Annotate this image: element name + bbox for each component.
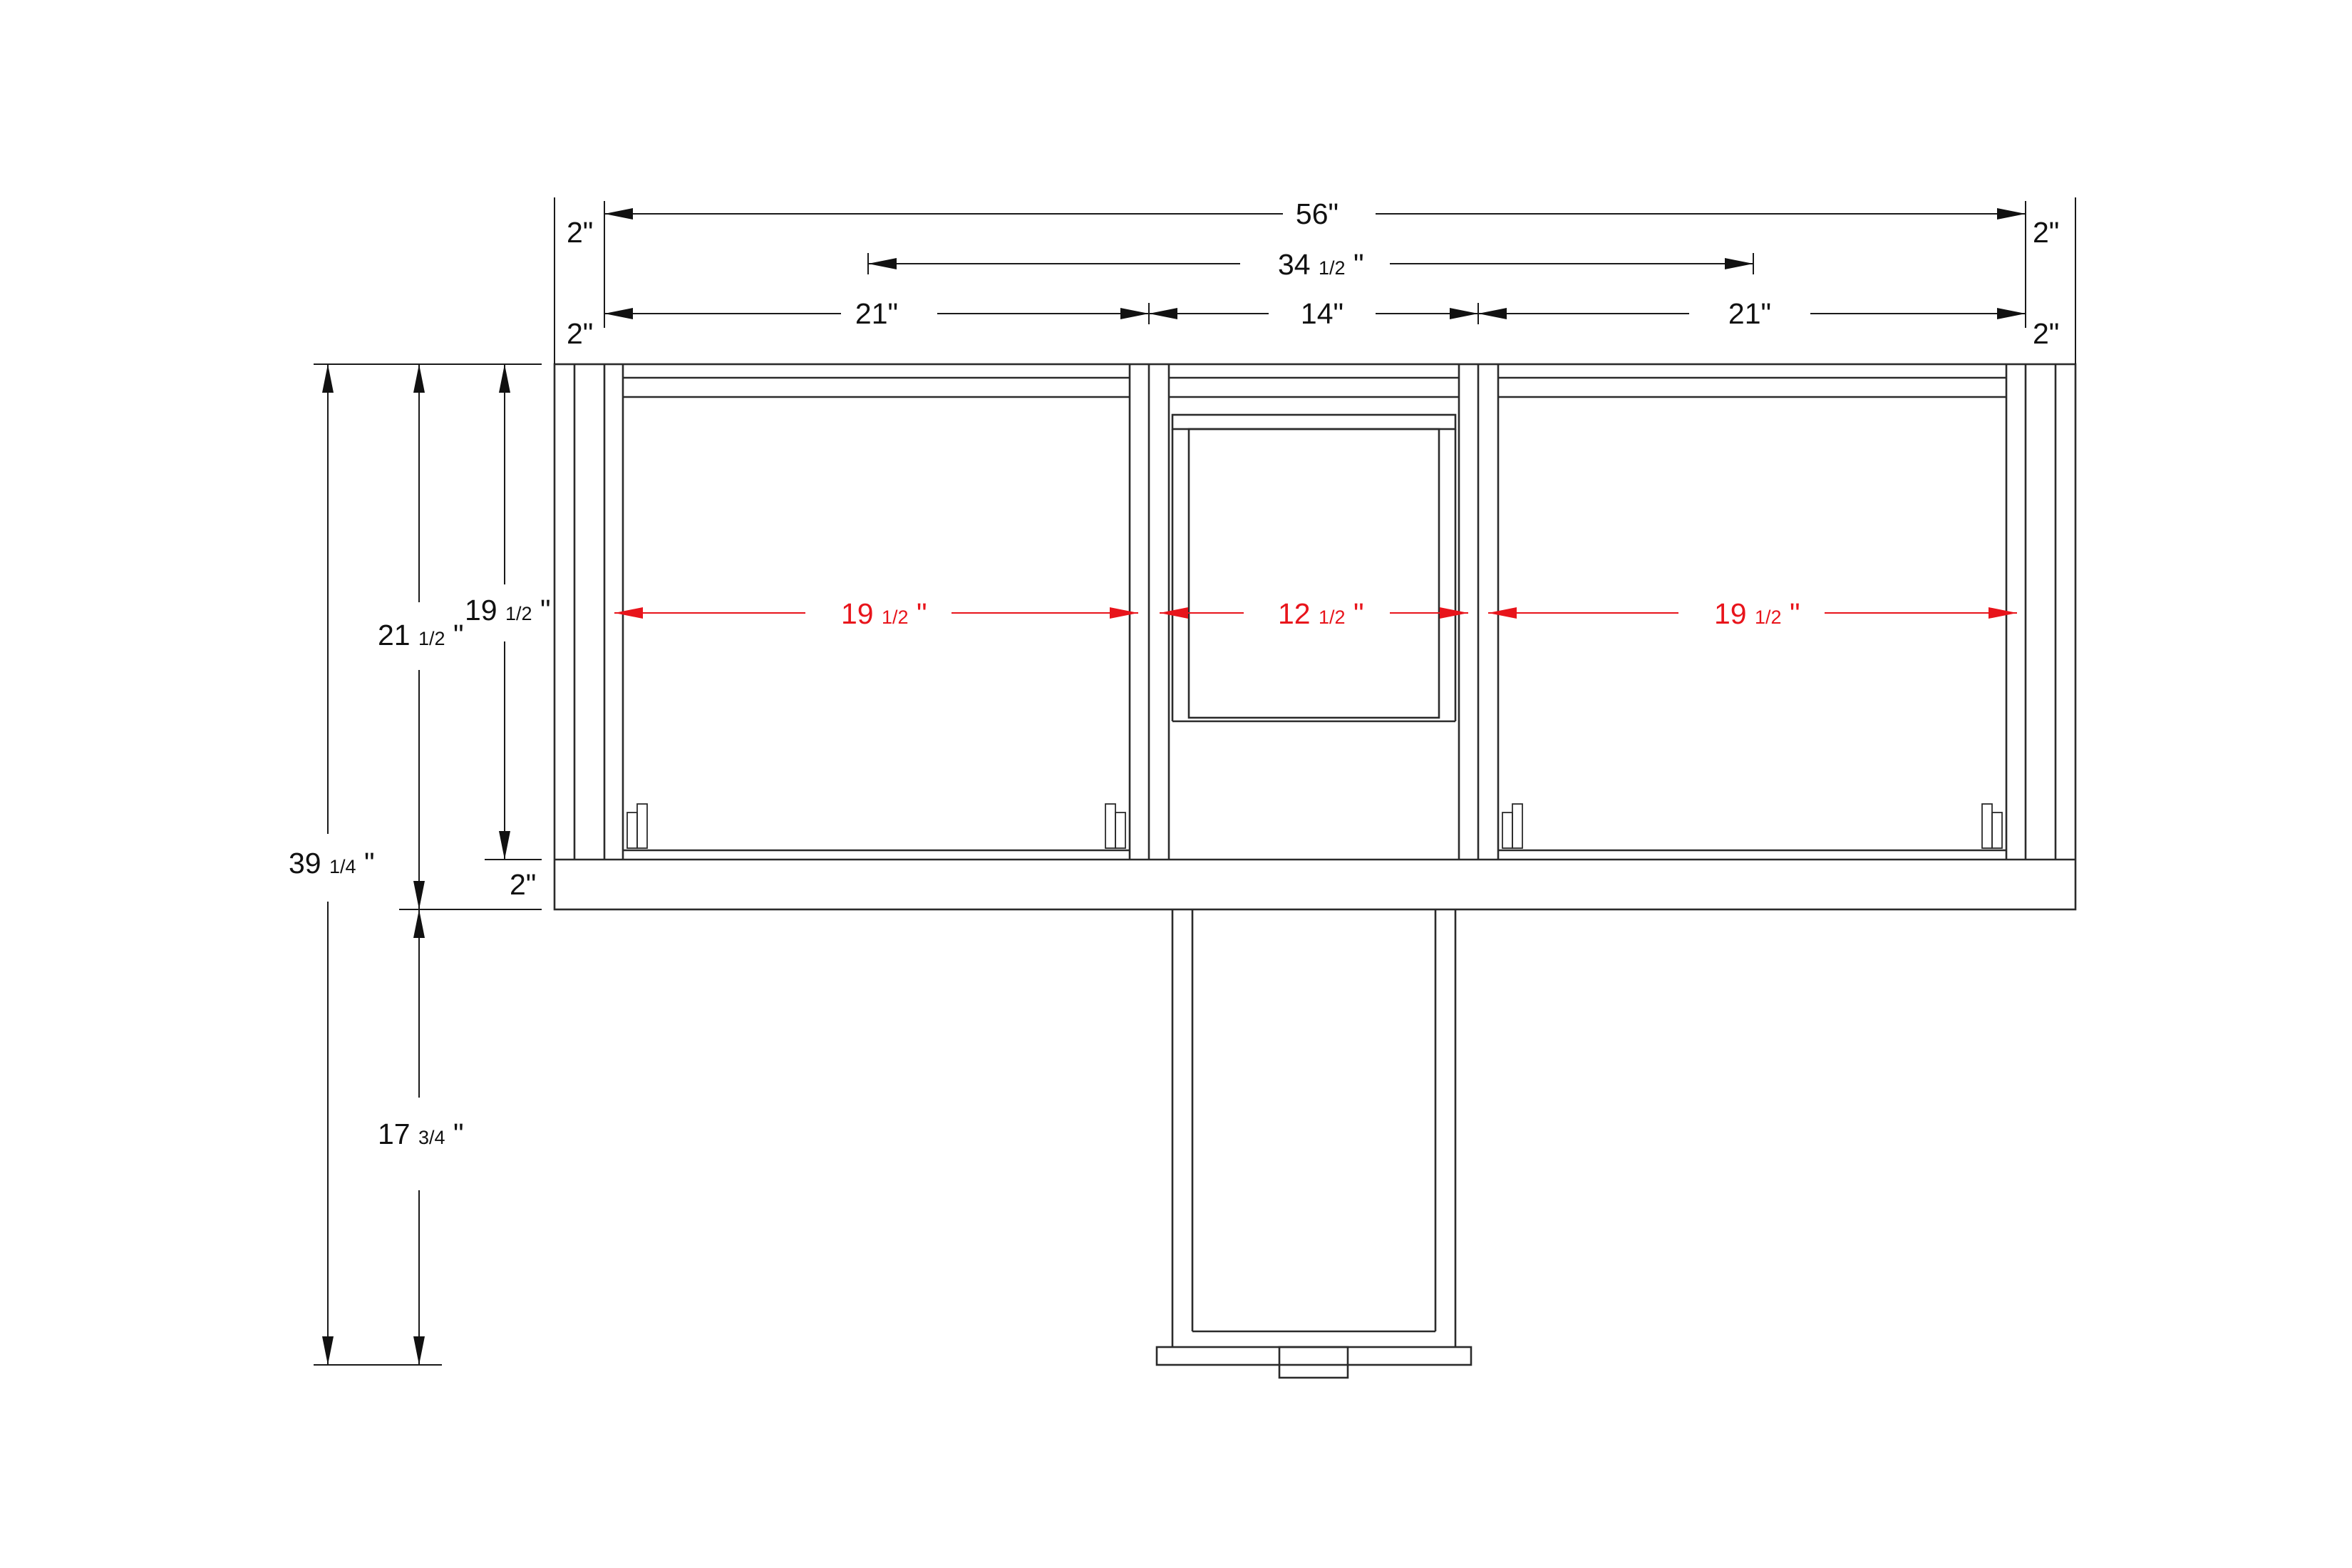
inner-center-label: 12 1/2 ": [1278, 597, 1364, 630]
dimension-total-height: 39 1/4 ": [289, 364, 375, 1365]
top-right-edge-label: 2": [2033, 216, 2059, 249]
hinge-right-bay-right: [1981, 803, 2003, 849]
dimension-inner-height: 19 1/2 ": [465, 364, 551, 860]
right-edge-label: 2": [2033, 317, 2059, 350]
inner-right-label: 19 1/2 ": [1714, 597, 1800, 630]
dimension-upper-height: 21 1/2 ": [378, 364, 464, 909]
upper-height-label: 21 1/2 ": [378, 619, 464, 651]
left-bay-label: 21": [855, 297, 898, 330]
bottom-rail-label: 2": [510, 868, 536, 901]
inner-height-label: 19 1/2 ": [465, 594, 551, 626]
total-height-label: 39 1/4 ": [289, 847, 375, 880]
right-bay-label: 21": [1728, 297, 1771, 330]
inner-dimension-right: 19 1/2 ": [1488, 597, 2017, 630]
span-top-label: 34 1/2 ": [1278, 248, 1364, 281]
dimension-bays: 21" 14" 21": [604, 297, 2026, 330]
hinge-left-bay-left: [626, 803, 648, 849]
center-bay-label: 14": [1301, 297, 1343, 330]
dimension-leg-height: 17 3/4 ": [378, 909, 464, 1365]
pedestal-leg: [1155, 909, 1472, 1379]
span-top-fraction: 1/2: [1319, 257, 1346, 279]
hinge-right-bay-left: [1502, 803, 1523, 849]
outer-frame: [553, 363, 2077, 911]
cabinet-frame: [553, 363, 2077, 1379]
top-left-edge-label: 2": [567, 216, 593, 249]
inner-dimension-left: 19 1/2 ": [614, 597, 1138, 630]
left-edge-label: 2": [567, 317, 593, 350]
inner-dimension-center: 12 1/2 ": [1160, 597, 1468, 630]
hinge-left-bay-right: [1105, 803, 1126, 849]
overall-width-label: 56": [1296, 197, 1339, 230]
inner-left-label: 19 1/2 ": [841, 597, 927, 630]
dimension-overall-width: 56": [604, 197, 2026, 230]
leg-height-label: 17 3/4 ": [378, 1118, 464, 1150]
extension-lines: [314, 197, 2076, 1366]
center-drawer-box: [1187, 428, 1440, 719]
center-drawer-rail: [1171, 413, 1457, 430]
dimension-span-34: 34 1/2 ": [868, 248, 1753, 281]
